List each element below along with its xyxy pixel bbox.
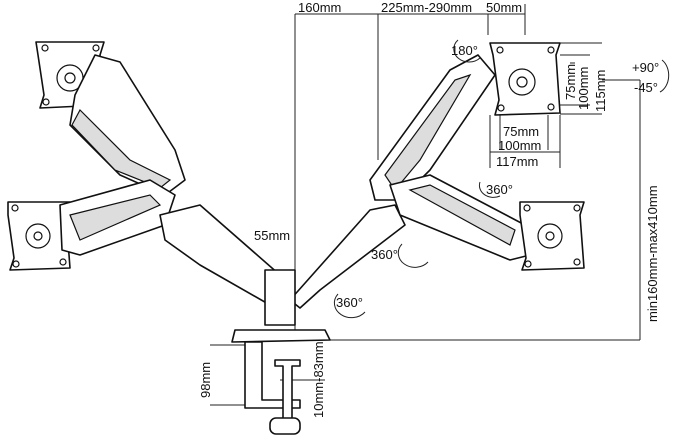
- rotate-180-label: 180°: [451, 43, 478, 58]
- rotation-arcs: [333, 39, 670, 319]
- desk-thickness-label: 10mm-83mm: [311, 341, 326, 418]
- pole-width-label: 55mm: [254, 228, 290, 243]
- right-lower-vesa-plate: [519, 201, 585, 271]
- vesa-75-height-label: 75mm: [563, 64, 578, 100]
- swivel-plate-label: 360°: [486, 182, 513, 197]
- plate-offset-label: 50mm: [486, 0, 522, 15]
- vesa-100-width-label: 100mm: [498, 138, 541, 153]
- pole: [264, 269, 296, 326]
- height-range-label: min160mm-max410mm: [645, 185, 660, 322]
- arm-reach-label: 225mm-290mm: [381, 0, 472, 15]
- plate-height-label: 115mm: [593, 70, 608, 112]
- left-lower-arm-shade: [69, 194, 162, 241]
- swivel-arm-label: 360°: [371, 247, 398, 262]
- tilt-down-label: -45°: [634, 80, 658, 95]
- arm-offset-label: 160mm: [298, 0, 341, 15]
- right-main-arm: [289, 204, 406, 309]
- vesa-100-height-label: 100mm: [576, 67, 591, 110]
- dimension-lines: [210, 4, 641, 406]
- tilt-up-label: +90°: [632, 60, 659, 75]
- swivel-base-label: 360°: [336, 295, 363, 310]
- right-upper-vesa-plate: [489, 42, 561, 116]
- clamp-height-label: 98mm: [198, 362, 213, 398]
- right-lower-arm-shade: [408, 184, 516, 246]
- vesa-75-width-label: 75mm: [503, 124, 539, 139]
- plate-width-label: 117mm: [496, 154, 538, 169]
- desk-clamp: [231, 329, 331, 435]
